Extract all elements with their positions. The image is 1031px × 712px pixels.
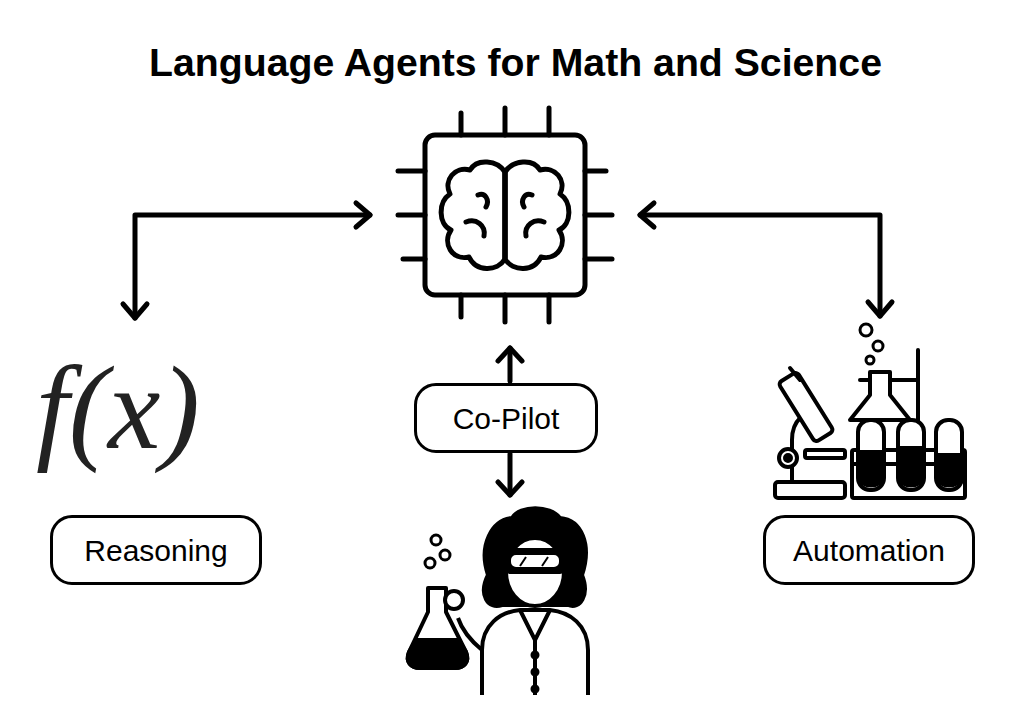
chip-outline (425, 135, 585, 295)
box-label: Reasoning (84, 534, 227, 567)
label-box: Automation (763, 515, 975, 585)
connector-arrows (123, 203, 892, 495)
function-symbol: f(x) (36, 350, 200, 468)
brain-icon (441, 162, 569, 269)
diagram-title: Language Agents for Math and Science (0, 40, 1031, 85)
box-label: Automation (793, 534, 945, 567)
label-box: Reasoning (50, 515, 262, 585)
scientist-figure (408, 508, 588, 695)
label-box: Co-Pilot (414, 383, 598, 453)
box-label: Co-Pilot (453, 402, 560, 435)
lab-equipment (775, 324, 965, 498)
chip-pins (398, 108, 612, 322)
